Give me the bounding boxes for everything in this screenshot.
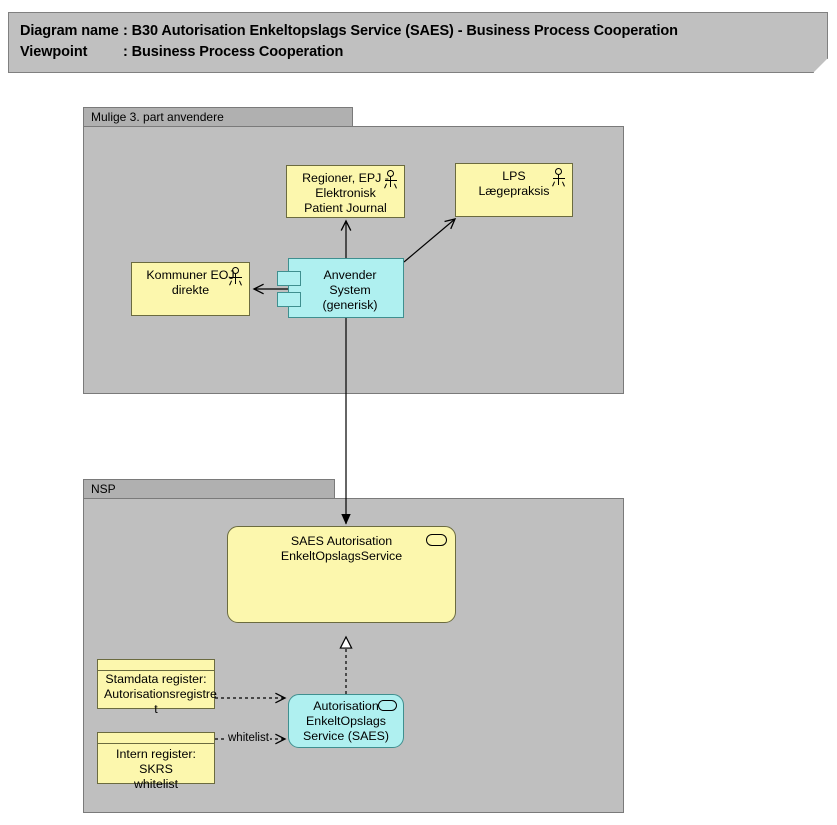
node-intern-register-skrs-whitelist[interactable]: Intern register: SKRS whitelist (97, 732, 215, 791)
group-users-label: Mulige 3. part anvendere (91, 110, 224, 124)
node-anvender-system-label: Anvender System (generisk) (322, 268, 378, 312)
diagram-name-value: B30 Autorisation Enkeltopslags Service (… (131, 23, 678, 39)
actor-icon (552, 168, 565, 187)
diagram-name-separator: : (123, 23, 128, 39)
group-users-tab: Mulige 3. part anvendere (83, 107, 353, 127)
interface-oval-icon (378, 700, 397, 711)
data-object-icon (98, 660, 214, 671)
viewpoint-value: Business Process Cooperation (131, 44, 344, 60)
interface-oval-icon (426, 534, 447, 546)
node-autorisation-enkeltopslags-service-saes[interactable]: Autorisation EnkeltOpslags Service (SAES… (288, 694, 404, 748)
viewpoint-label: Viewpoint (20, 44, 88, 60)
diagram-name-label: Diagram name (20, 23, 119, 39)
node-saes-autorisation-enkeltopslagsservice[interactable]: SAES Autorisation EnkeltOpslagsService (227, 526, 456, 623)
diagram-name-line: Diagram name: B30 Autorisation Enkeltops… (20, 23, 678, 39)
group-nsp-tab: NSP (83, 479, 335, 499)
node-lps-laegepraksis-label: LPS Lægepraksis (478, 169, 550, 198)
node-stamdata-register-autorisationsregistret[interactable]: Stamdata register: Autorisationsregistre… (97, 659, 217, 716)
node-saes-autorisation-enkeltopslagsservice-label: SAES Autorisation EnkeltOpslagsService (280, 534, 403, 563)
edge-anvender-to-lps[interactable] (403, 218, 457, 263)
diagram-title-banner: Diagram name: B30 Autorisation Enkeltops… (8, 12, 828, 73)
node-regioner-epj[interactable]: Regioner, EPJ - Elektronisk Patient Jour… (286, 165, 405, 218)
node-lps-laegepraksis[interactable]: LPS Lægepraksis (455, 163, 573, 217)
node-regioner-epj-label: Regioner, EPJ - Elektronisk Patient Jour… (302, 171, 389, 215)
actor-icon (384, 170, 397, 189)
node-intern-register-skrs-whitelist-label: Intern register: SKRS whitelist (116, 747, 196, 791)
group-nsp-label: NSP (91, 482, 116, 496)
actor-icon (229, 267, 242, 286)
node-kommuner-eoj-direkte[interactable]: Kommuner EOJ direkte (131, 262, 250, 316)
component-icon (277, 271, 301, 309)
node-autorisation-enkeltopslags-service-saes-label: Autorisation EnkeltOpslags Service (SAES… (302, 699, 390, 743)
viewpoint-separator: : (123, 44, 128, 60)
node-stamdata-register-autorisationsregistret-label: Stamdata register: Autorisationsregistre… (104, 672, 217, 716)
node-kommuner-eoj-direkte-label: Kommuner EOJ direkte (146, 268, 235, 297)
node-anvender-system[interactable]: Anvender System (generisk) (277, 258, 404, 318)
viewpoint-line: Viewpoint: Business Process Cooperation (20, 44, 343, 60)
edge-label-whitelist: whitelist (227, 732, 270, 744)
data-object-icon (98, 733, 214, 744)
